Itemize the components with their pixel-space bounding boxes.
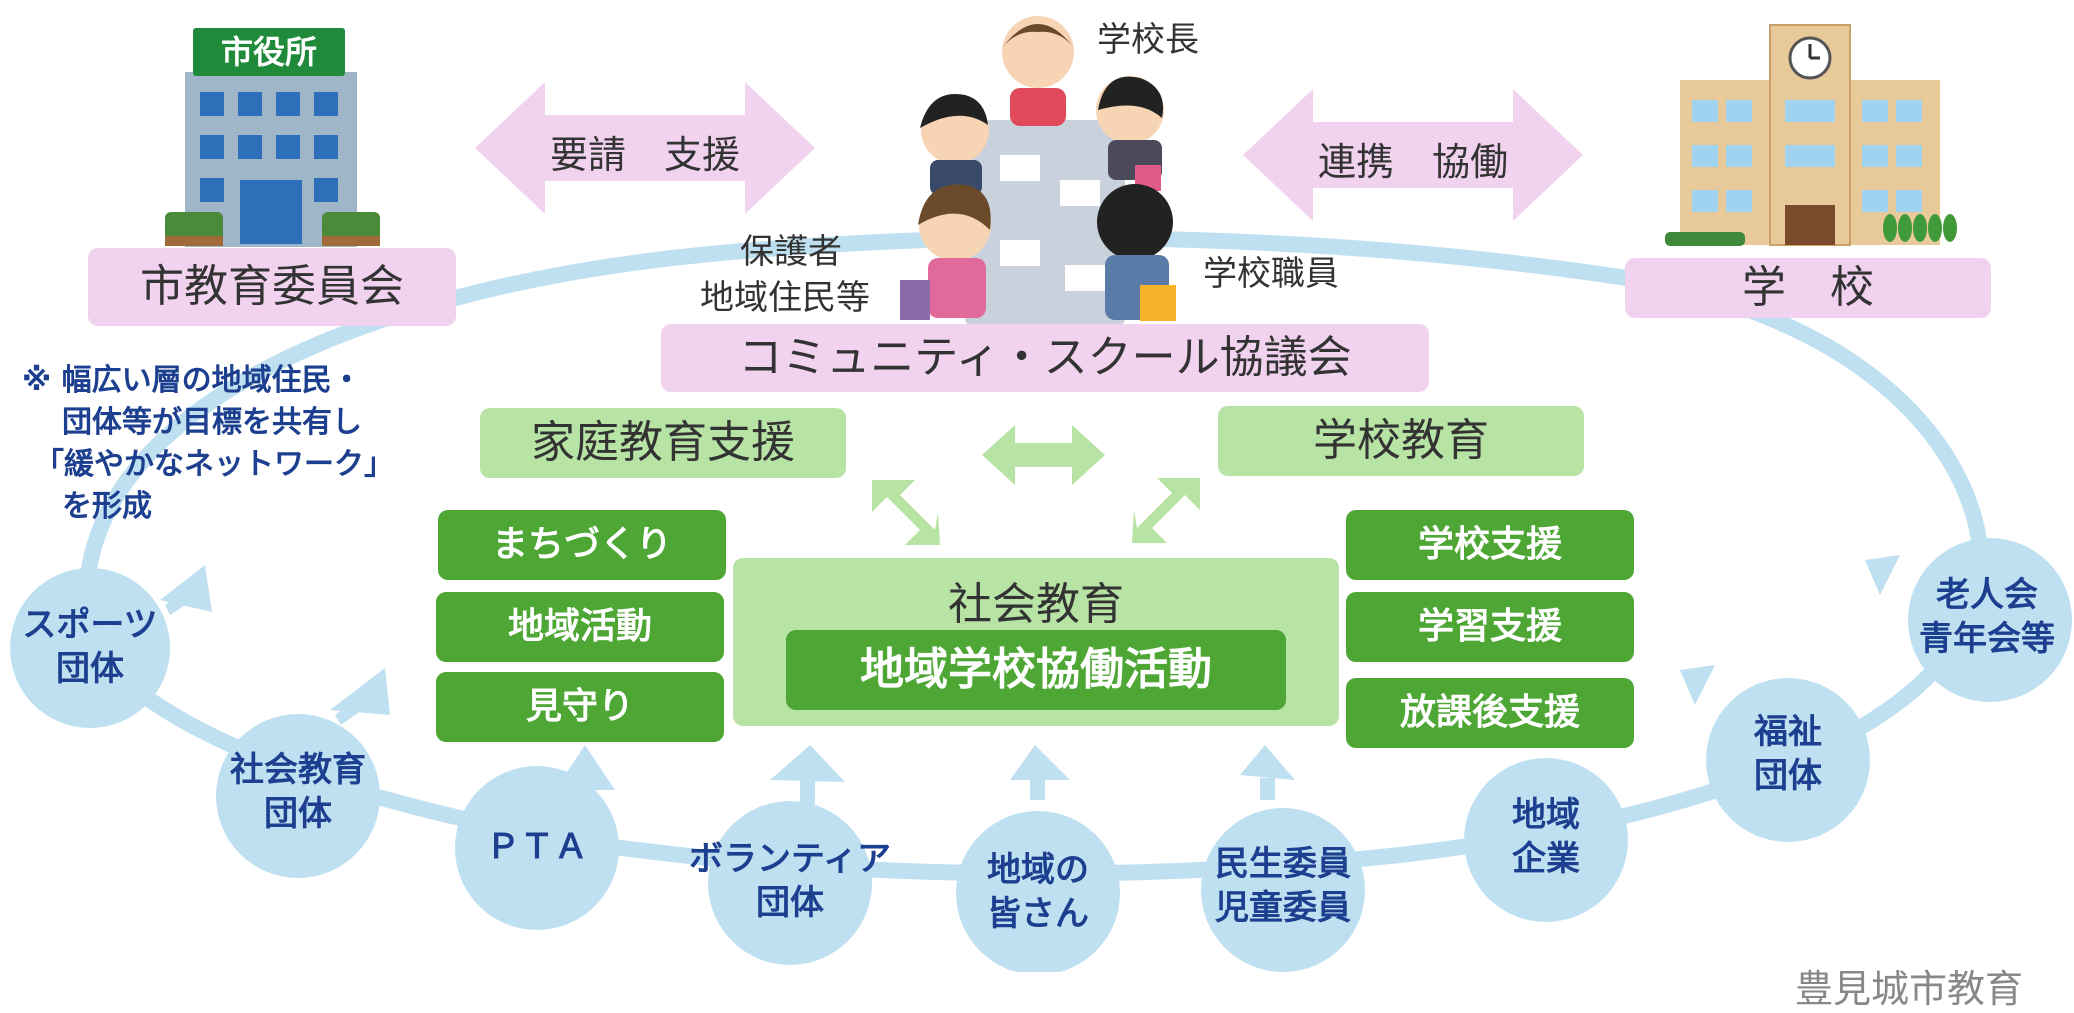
city-hall-sign: 市役所 (220, 33, 317, 71)
org-social-line-2: 団体 (264, 794, 332, 835)
org-business-line-2: 企業 (1512, 839, 1580, 880)
social-education-title: 社会教育 (948, 579, 1124, 630)
council-label: コミュニティ・スクール協議会 (661, 324, 1429, 392)
circle-social (216, 714, 380, 878)
circle-welfare (1706, 678, 1870, 842)
circle-pta (455, 766, 619, 930)
org-sports-line-2: 団体 (56, 649, 124, 690)
meeting-people-icon (900, 16, 1176, 325)
org-social: 社会教育 団体 (208, 748, 388, 836)
community-school-diagram: 市役所 市教育委員会 学 校 要請 支援 連携 協働 学校長 保護者 地域住民等… (0, 16, 2074, 1011)
org-business-line-1: 地域 (1512, 795, 1580, 835)
double-arrow-horizontal-icon (982, 425, 1105, 485)
diagram-graphics (10, 16, 2072, 972)
org-volunteer: ボランティア 団体 (660, 837, 920, 925)
green-arrows (872, 425, 1200, 545)
circle-volunteer (708, 801, 872, 965)
school-education-label: 学校教育 (1218, 406, 1584, 476)
double-arrow-left (475, 82, 815, 214)
principal-label: 学校長 (1097, 20, 1199, 60)
social-education-subtitle: 地域学校協働活動 (786, 630, 1286, 710)
note-line-3: 「緩やかなネットワーク」 (34, 447, 394, 482)
activity-school-support: 学校支援 (1346, 510, 1634, 580)
arrow-icon (1010, 745, 1070, 800)
org-business: 地域 企業 (1456, 793, 1636, 881)
activity-after-school: 放課後支援 (1346, 678, 1634, 748)
org-social-line-1: 社会教育 (230, 750, 366, 790)
city-board-label: 市教育委員会 (88, 248, 456, 326)
org-community-line-1: 地域の (987, 850, 1089, 890)
arrow-right-label: 連携 協働 (1317, 140, 1508, 184)
activity-watch: 見守り (436, 672, 724, 742)
diagonal-arrow-icon (872, 480, 940, 545)
org-welfare-line-1: 福祉 (1754, 712, 1822, 752)
note-line-1: ※ 幅広い層の地域住民・ (22, 363, 362, 398)
org-community-line-2: 皆さん (987, 894, 1089, 935)
activity-community: 地域活動 (436, 592, 724, 662)
arrow-icon (330, 668, 390, 725)
footer-fragment: 豊見城市教育 (1795, 967, 2024, 1011)
note-line-4: を形成 (62, 489, 152, 524)
activity-machizukuri: まちづくり (438, 510, 726, 580)
diagonal-arrow-icon (1132, 478, 1200, 543)
org-circles (10, 538, 2072, 972)
arrow-icon (1240, 745, 1295, 800)
org-sports: スポーツ 団体 (0, 603, 180, 691)
arrow-icon (1680, 665, 1715, 705)
org-welfare-commissioner: 民生委員 児童委員 (1193, 842, 1373, 930)
circle-welfare-commissioner (1201, 808, 1365, 972)
home-education-label: 家庭教育支援 (480, 408, 846, 478)
org-welfare-commissioner-line-1: 民生委員 (1215, 844, 1351, 884)
arrow-icon (770, 745, 845, 805)
staff-label: 学校職員 (1203, 254, 1339, 294)
org-pta: ＰＴＡ (447, 825, 627, 869)
school-building-icon (1665, 24, 1957, 246)
activity-learning-support: 学習支援 (1346, 592, 1634, 662)
social-education-box: 社会教育 地域学校協働活動 (733, 558, 1339, 726)
guardians-label-1: 保護者 (740, 232, 842, 272)
school-label: 学 校 (1625, 258, 1991, 318)
guardians-label-2: 地域住民等 (700, 278, 870, 318)
org-elderly: 老人会 青年会等 (1900, 573, 2074, 661)
org-pta-line-1: ＰＴＡ (486, 827, 588, 867)
org-volunteer-line-1: ボランティア (689, 839, 891, 879)
org-welfare-line-2: 団体 (1754, 756, 1822, 797)
city-hall-icon (165, 28, 380, 247)
double-arrow-right (1243, 89, 1583, 221)
network-note: ※ 幅広い層の地域住民・ 団体等が目標を共有し 「緩やかなネットワーク」 を形成 (22, 360, 394, 528)
org-community: 地域の 皆さん (948, 848, 1128, 936)
note-line-2: 団体等が目標を共有し (62, 405, 362, 440)
org-elderly-line-2: 青年会等 (1919, 619, 2055, 660)
org-sports-line-1: スポーツ (22, 605, 158, 645)
org-volunteer-line-2: 団体 (756, 883, 824, 924)
circle-business (1464, 758, 1628, 922)
arrow-icon (160, 565, 212, 615)
org-welfare-commissioner-line-2: 児童委員 (1215, 888, 1351, 929)
org-elderly-line-1: 老人会 (1936, 575, 2038, 615)
circle-elderly (1908, 538, 2072, 702)
org-welfare: 福祉 団体 (1698, 710, 1878, 798)
arrow-left-label: 要請 支援 (549, 133, 740, 177)
arrow-icon (1865, 555, 1900, 595)
circle-community (956, 811, 1120, 972)
circle-sports (10, 568, 170, 728)
